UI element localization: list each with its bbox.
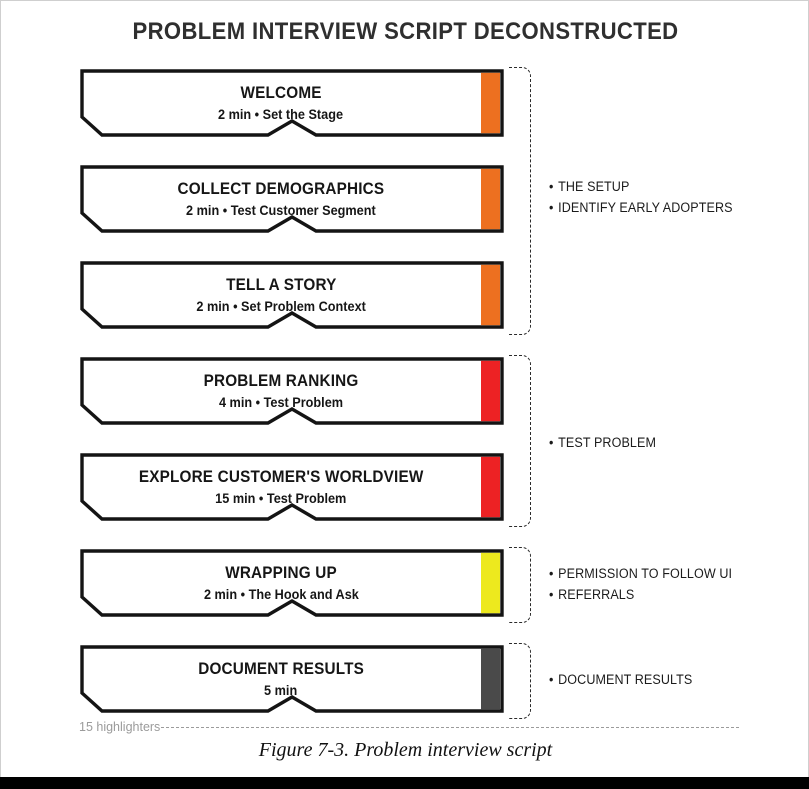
bracket-group-document-results <box>509 643 531 719</box>
bullet-icon: • <box>549 566 554 581</box>
notes-group-document-results: • DOCUMENT RESULTS <box>549 670 807 691</box>
note-label: IDENTIFY EARLY ADOPTERS <box>558 199 733 215</box>
note-item: • TEST PROBLEM <box>549 433 789 454</box>
footnote-dashed-rule <box>161 726 739 728</box>
footnote: 15 highlighters <box>79 720 739 734</box>
accent-bar-red <box>481 360 500 422</box>
figure-caption: Figure 7-3. Problem interview script <box>258 739 553 761</box>
bracket-group-test-problem <box>509 355 531 527</box>
notes-group-wrapping-up: •PERMISSION TO FOLLOW UI •REFERRALS <box>549 564 807 606</box>
note-item: •IDENTIFY EARLY ADOPTERS <box>549 198 789 219</box>
note-item: • THE SETUP <box>549 177 789 198</box>
note-label: DOCUMENT RESULTS <box>558 672 693 687</box>
note-item: • DOCUMENT RESULTS <box>549 670 789 691</box>
page-title: PROBLEM INTERVIEW SCRIPT DECONSTRUCTED <box>132 18 679 45</box>
note-label: REFERRALS <box>558 586 635 602</box>
step-box[interactable]: COLLECT DEMOGRAPHICS 2 min • Test Custom… <box>80 165 504 233</box>
bullet-icon: • <box>549 179 554 194</box>
step-shape <box>80 69 504 137</box>
bracket-group-wrapping-up <box>509 547 531 623</box>
step-box[interactable]: PROBLEM RANKING 4 min • Test Problem <box>80 357 504 425</box>
note-label: TEST PROBLEM <box>558 435 657 450</box>
step-box[interactable]: WRAPPING UP 2 min • The Hook and Ask <box>80 549 504 617</box>
accent-bar-red <box>481 456 500 518</box>
note-item: •REFERRALS <box>549 585 789 606</box>
bullet-icon: • <box>549 199 554 215</box>
bracket-group-setup <box>509 67 531 335</box>
notes-group-setup: •THE SETUP •IDENTIFY EARLY ADOPTERS <box>549 177 807 219</box>
note-item: • PERMISSION TO FOLLOW UI <box>549 564 789 585</box>
step-shape <box>80 645 504 713</box>
step-box[interactable]: DOCUMENT RESULTS 5 min <box>80 645 504 713</box>
note-label: PERMISSION TO FOLLOW UI <box>558 566 733 581</box>
footnote-label: 15 highlighters <box>79 720 161 734</box>
step-box[interactable]: WELCOME 2 min • Set the Stage <box>80 69 504 137</box>
page-bottom-bar <box>0 777 809 789</box>
step-box[interactable]: TELL A STORY 2 min • Set Problem Context <box>80 261 504 329</box>
bullet-icon: • <box>549 435 554 450</box>
step-box[interactable]: EXPLORE CUSTOMER'S WORLDVIEW 15 min • Te… <box>80 453 504 521</box>
step-shape <box>80 261 504 329</box>
step-shape <box>80 549 504 617</box>
accent-bar-dark-gray <box>481 648 500 710</box>
bullet-icon: • <box>549 586 554 602</box>
accent-bar-yellow <box>481 552 500 614</box>
accent-bar-orange <box>481 168 500 230</box>
accent-bar-orange <box>481 72 500 134</box>
note-label: THE SETUP <box>558 179 630 194</box>
notes-group-test-problem: • TEST PROBLEM <box>549 433 807 454</box>
step-shape <box>80 357 504 425</box>
step-shape <box>80 165 504 233</box>
step-shape <box>80 453 504 521</box>
bullet-icon: • <box>549 672 554 687</box>
accent-bar-orange <box>481 264 500 326</box>
